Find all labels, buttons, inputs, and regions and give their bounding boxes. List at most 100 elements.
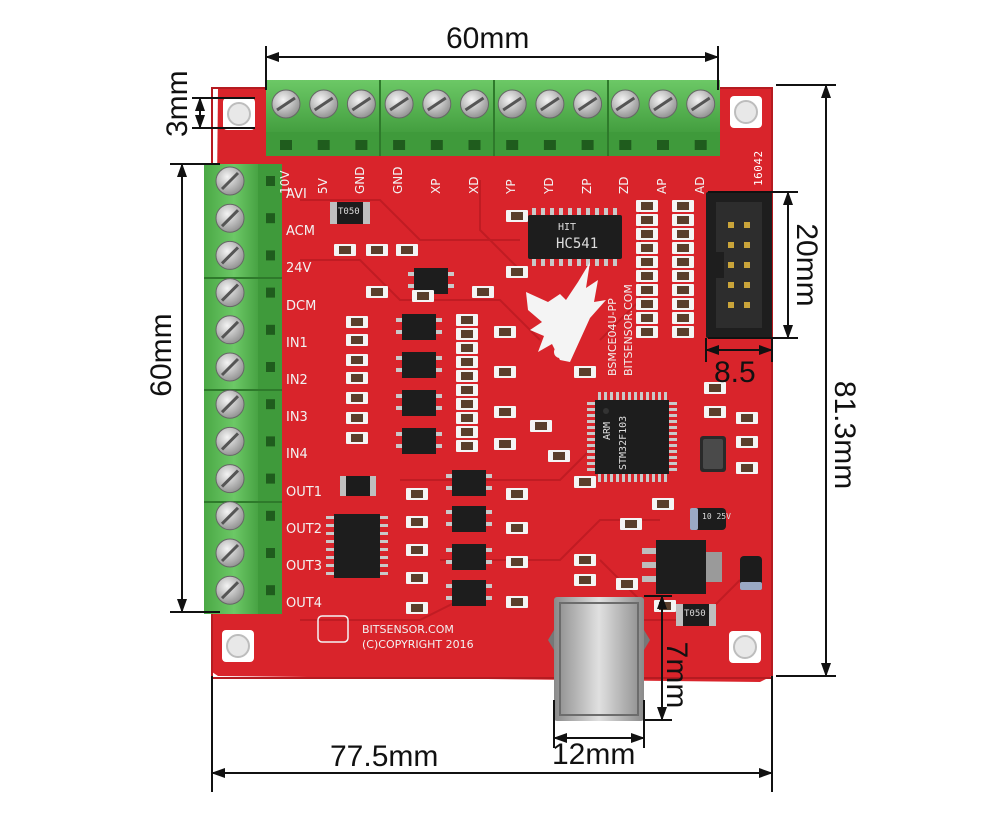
left-terminal-screw-1 [215, 166, 275, 196]
smd-part-61 [736, 412, 758, 424]
smd-part-15 [456, 370, 478, 382]
smd-part-26 [406, 516, 428, 528]
top-terminal-label-3: GND [353, 166, 368, 194]
smd-part-35 [636, 214, 658, 226]
smd-part-40 [636, 284, 658, 296]
left-terminal-label-2: ACM [286, 224, 315, 240]
left-terminal-label-5: IN1 [286, 335, 308, 351]
top-terminal-label-5: XP [428, 178, 443, 194]
left-terminal-screw-12 [215, 575, 275, 605]
smd-part-54 [506, 210, 528, 222]
cap-text: 10 25V [702, 512, 731, 521]
smd-part-14 [456, 356, 478, 368]
smd-part-24 [494, 438, 516, 450]
top-terminal-label-8: YD [541, 177, 556, 194]
top-terminal-label-11: AP [655, 178, 669, 194]
left-terminal-label-4: DCM [286, 298, 317, 314]
resistor-t050-top [330, 202, 370, 224]
left-terminal-label-1: AVI [286, 187, 307, 202]
smd-part-44 [672, 200, 694, 212]
smd-part-18 [456, 412, 478, 424]
smd-part-45 [672, 214, 694, 226]
silk-footer-site: BITSENSOR.COM [362, 623, 454, 636]
silk-footer-copyright: (C)COPYRIGHT 2016 [362, 638, 474, 651]
smd-part-25 [406, 488, 428, 500]
smd-part-23 [494, 406, 516, 418]
smd-part-11 [456, 314, 478, 326]
mcu-part: STM32F103 [618, 415, 629, 470]
top-terminal-screw-7 [497, 89, 527, 150]
smd-part-37 [636, 242, 658, 254]
crystal [700, 436, 726, 472]
smd-part-66 [574, 554, 596, 566]
smd-part-20 [456, 440, 478, 452]
smd-part-6 [346, 354, 368, 366]
smd-part-69 [654, 600, 676, 612]
top-terminal-screw-9 [573, 89, 603, 150]
smd-part-55 [506, 266, 528, 278]
smd-part-42 [636, 312, 658, 324]
top-terminal-screw-2 [309, 89, 339, 150]
smd-part-43 [636, 326, 658, 338]
smd-part-63 [736, 462, 758, 474]
mcu-brand: ARM [602, 421, 613, 440]
capacitor-1 [690, 508, 726, 530]
left-terminal-screw-8 [215, 426, 275, 456]
left-terminal-block [204, 164, 282, 614]
smd-part-51 [672, 298, 694, 310]
smd-part-22 [494, 366, 516, 378]
smd-part-34 [636, 200, 658, 212]
smd-part-73 [366, 286, 388, 298]
left-terminal-screw-3 [215, 240, 275, 270]
silk-site: BITSENSOR.COM [622, 284, 635, 376]
silk-board-code: 16042 [752, 150, 765, 186]
smd-part-70 [412, 290, 434, 302]
smd-part-68 [616, 578, 638, 590]
resistor-t050-bottom [676, 604, 716, 626]
dim-top-width: 60mm [446, 22, 530, 55]
left-terminal-label-9: OUT1 [286, 484, 322, 500]
mcu-chip [587, 392, 677, 482]
left-terminal-screw-10 [215, 501, 275, 531]
smd-part-60 [704, 406, 726, 418]
left-terminal-label-6: IN2 [286, 373, 308, 388]
smd-part-28 [406, 572, 428, 584]
smd-part-3 [396, 244, 418, 256]
dim-header-height: 20mm [790, 223, 823, 307]
top-terminal-label-6: XD [466, 176, 481, 194]
idc-header [706, 192, 772, 338]
dimension-lines [170, 46, 836, 792]
optocoupler-3 [396, 352, 442, 378]
smd-part-56 [472, 286, 494, 298]
smd-part-52 [672, 312, 694, 324]
smd-part-33 [506, 596, 528, 608]
dim-board-width: 77.5mm [330, 740, 439, 773]
resistor-code-top: T050 [338, 207, 360, 217]
top-terminal-screw-6 [460, 89, 489, 150]
smd-part-50 [672, 284, 694, 296]
optocoupler-9 [446, 580, 492, 606]
hc541-chip [528, 208, 622, 266]
optocoupler-5 [396, 428, 442, 454]
smd-part-30 [506, 488, 528, 500]
smd-part-10 [346, 432, 368, 444]
eagle-logo [526, 262, 606, 362]
top-terminal-screw-1 [271, 89, 301, 150]
dim-left-height: 60mm [145, 313, 178, 397]
smd-part-39 [636, 270, 658, 282]
smd-part-31 [506, 522, 528, 534]
top-terminal-screw-11 [648, 89, 678, 150]
smd-part-2 [366, 244, 388, 256]
top-terminal-label-10: ZD [617, 176, 632, 194]
usb-b-connector [548, 597, 650, 721]
top-terminal-screw-5 [422, 89, 452, 150]
left-terminal-label-7: IN3 [286, 410, 308, 426]
smd-part-36 [636, 228, 658, 240]
optocoupler-7 [446, 506, 492, 532]
silk-model: BSMCE04U-PP [606, 298, 619, 376]
top-terminal-screw-10 [610, 89, 640, 150]
left-terminal-screw-5 [215, 315, 275, 345]
driver-brand: HIT [558, 222, 577, 233]
smd-part-64 [652, 498, 674, 510]
